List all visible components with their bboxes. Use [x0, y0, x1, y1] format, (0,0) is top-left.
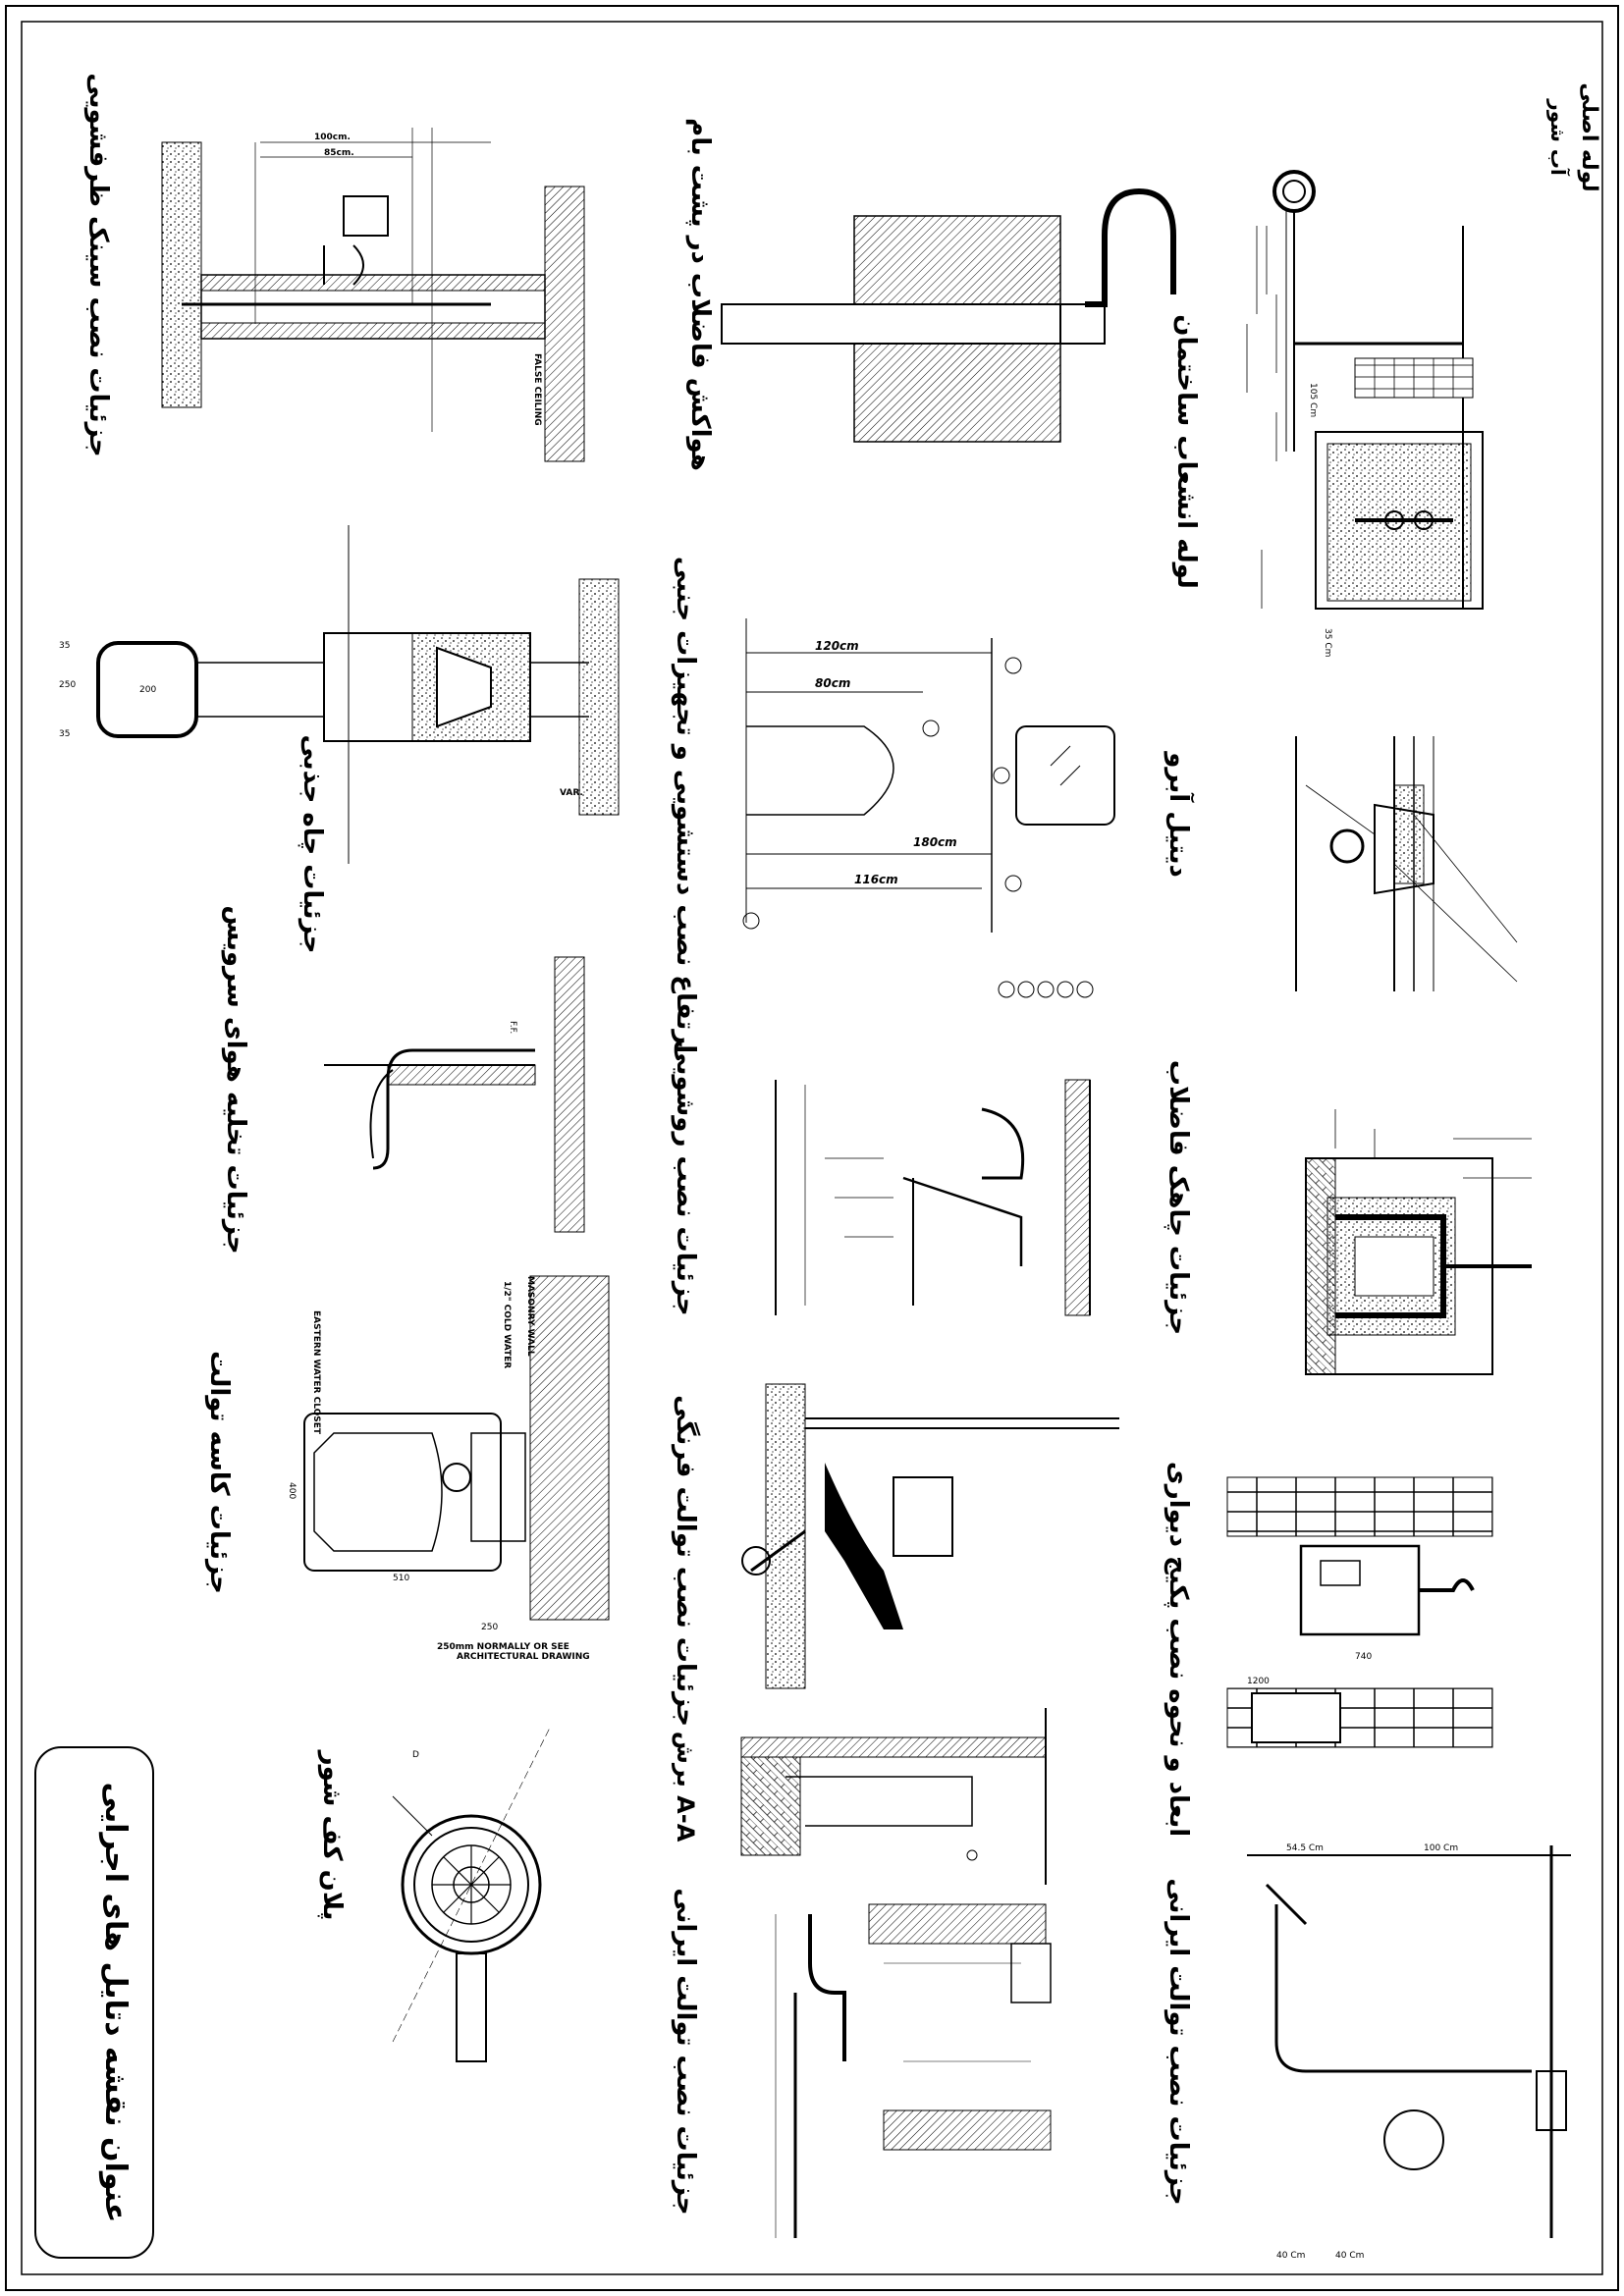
dim-var: VAR.	[560, 788, 583, 798]
title-floor-drain: پلان کف شور	[317, 1749, 347, 1921]
dim-35a: 35	[59, 641, 70, 651]
dim-120cm: 120cm	[815, 639, 859, 653]
title-washbasin: جزئیات نصب سینک ظرفشویی	[83, 73, 113, 456]
title-roof-vent: هواکش فاضلاب در پشت بام	[685, 118, 715, 471]
dim-toilet-h: 400	[287, 1482, 297, 1499]
title-water-main: لوله انشعاب ساختمان	[1171, 314, 1201, 588]
dim-toilet-off: 250	[481, 1623, 498, 1632]
dim-40b: 40 Cm	[1335, 2251, 1364, 2261]
arch-drawing-note: ARCHITECTURAL DRAWING	[457, 1652, 590, 1662]
title-roof-drain: دیتیل آبرو	[1164, 750, 1195, 878]
dim-100cm-wash: 100cm.	[314, 133, 351, 142]
normally-note: 250mm NORMALLY OR SEE	[437, 1642, 569, 1652]
title-toilet-bowl: جزئیات کاسه توالت	[204, 1351, 234, 1594]
dim-40a: 40 Cm	[1276, 2251, 1305, 2261]
dim-100cm: 100 Cm	[1424, 1843, 1458, 1853]
dim-ff: F.F.	[508, 1021, 517, 1034]
dim-80cm: 80cm	[815, 676, 850, 690]
dim-35cm: 35 Cm	[1323, 628, 1332, 657]
sheet-border-outer	[5, 5, 1619, 2291]
title-septic-well: جزئیات چاه جذبی	[298, 735, 327, 954]
iranian-toilet-detail-1: جزئیات نصب توالت ایرانی 54.5 Cm 100 Cm 4…	[1164, 1843, 1571, 2261]
label-salt-water: آب شور	[1546, 98, 1571, 177]
boiler-detail: ابعاد و نحوه نصب پکیج دیواری 740 1200	[1164, 1462, 1493, 1837]
toilet-bowl-detail: جزئیات کاسه توالت 510 400 250 250mm NORM…	[204, 1275, 610, 1662]
title-section-aa: برش A-A	[672, 1732, 699, 1842]
title-iranian-toilet-2: جزئیات نصب توالت ایرانی	[671, 1888, 700, 2215]
title-service-exhaust: جزئیات تخلیه هوای سرویس	[221, 905, 250, 1254]
title-sink-install: جزئیات نصب روشویی	[671, 1040, 700, 1315]
dim-54-5: 54.5 Cm	[1286, 1843, 1324, 1853]
label-d: D	[412, 1750, 419, 1760]
septic-well-detail: جزئیات چاه جذبی 200 250 35 35 VAR.	[59, 525, 620, 954]
sheet-border-inner	[21, 21, 1603, 2275]
dim-200: 200	[139, 685, 156, 695]
masonry-wall: MASONRY WALL	[525, 1276, 535, 1357]
title-iranian-toilet-1: جزئیات نصب توالت ایرانی	[1164, 1878, 1193, 2205]
western-toilet-detail: جزئیات نصب توالت فرنگی	[671, 1383, 1119, 1727]
eastern-wc: EASTERN WATER CLOSET	[311, 1310, 321, 1435]
floor-drain-plan: پلان کف شور D	[317, 1727, 551, 2062]
dim-116cm: 116cm	[854, 873, 898, 886]
title-boiler: ابعاد و نحوه نصب پکیج دیواری	[1164, 1462, 1193, 1837]
roof-drain-detail: دیتیل آبرو	[1164, 736, 1518, 991]
title-fixture-heights: ارتفاع نصب دستشویی و تجهیزات جنبی	[671, 557, 700, 1053]
dim-85cm: 85cm.	[324, 148, 354, 158]
false-ceiling: FALSE CEILING	[532, 353, 542, 426]
title-block: عنوان نقشه دتایل های اجرایی	[34, 1746, 154, 2259]
roof-vent-detail: هواکش فاضلاب در پشت بام	[685, 118, 1176, 471]
water-main-detail: لوله انشعاب ساختمان لوله اصلی آب شور 105…	[1171, 82, 1601, 657]
iranian-toilet-detail-2: جزئیات نصب توالت ایرانی	[671, 1888, 1052, 2238]
dim-35b: 35	[59, 729, 70, 739]
dim-250: 250	[59, 680, 76, 690]
dim-180cm: 180cm	[913, 835, 957, 849]
sheet-title: عنوان نقشه دتایل های اجرایی	[98, 1783, 133, 2223]
section-aa-detail: برش A-A	[672, 1708, 1047, 1885]
fixture-heights-detail: ارتفاع نصب دستشویی و تجهیزات جنبی 120cm …	[671, 557, 1115, 1053]
service-exhaust-detail: جزئیات تخلیه هوای سرویس F.F.	[221, 905, 585, 1255]
title-western-toilet: جزئیات نصب توالت فرنگی	[671, 1395, 701, 1727]
dim-toilet-w: 510	[393, 1574, 409, 1583]
label-main-pipe: لوله اصلی	[1577, 82, 1601, 191]
sink-install-detail: جزئیات نصب روشویی	[671, 1040, 1091, 1316]
dim-1200: 1200	[1247, 1677, 1270, 1686]
dim-740: 740	[1355, 1652, 1372, 1662]
dim-105: 105 Cm	[1308, 383, 1318, 417]
cold-water: 1/2" COLD WATER	[502, 1281, 512, 1368]
title-sewer-trap: جزئیات چاهک فاضلاب	[1164, 1060, 1193, 1335]
washbasin-detail: جزئیات نصب سینک ظرفشویی 100cm. 85cm. FAL…	[83, 73, 585, 462]
sewer-trap-detail: جزئیات چاهک فاضلاب	[1164, 1060, 1532, 1375]
